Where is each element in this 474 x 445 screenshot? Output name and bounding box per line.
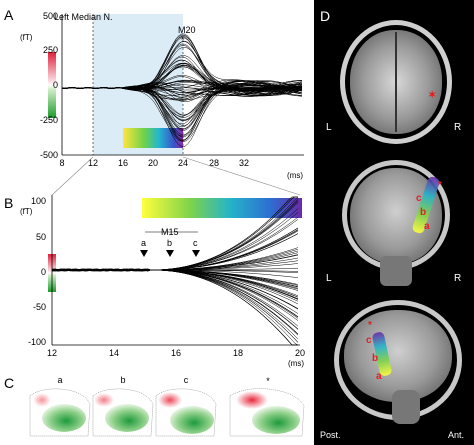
- panel-c-letter: C: [4, 375, 14, 391]
- panel-b-trace: [51, 269, 299, 310]
- panel-a-x-unit: (ms): [287, 171, 303, 180]
- sagittal-ant-label: Ant.: [448, 430, 465, 440]
- panel-a-xtick: 12: [88, 158, 98, 168]
- panel-a-time-spectrum: [123, 128, 183, 148]
- panel-b-xtick: 18: [233, 348, 243, 358]
- panel-a-xtick: 32: [239, 158, 249, 168]
- panel-a-xtick: 28: [209, 158, 219, 168]
- panel-c: C a b c *: [4, 375, 305, 437]
- panel-b-trace: [52, 252, 299, 271]
- field-map-c: [155, 388, 217, 437]
- sagittal-post-label: Post.: [320, 430, 341, 440]
- sagittal-label-c: c: [366, 335, 372, 346]
- panel-b-trace: [51, 269, 299, 299]
- panel-a-xtick: 8: [59, 158, 64, 168]
- panel-a-letter: A: [4, 7, 14, 23]
- panel-b-ytick: -100: [28, 337, 46, 347]
- mri-coronal: [336, 160, 456, 286]
- panel-a-ytick: 500: [43, 11, 58, 21]
- field-map-b: [92, 388, 154, 437]
- panel-a-ytick: -250: [40, 115, 58, 125]
- marker-b-label: b: [167, 238, 172, 248]
- panel-a-x-ticks: 8 12 16 20 24 28 32: [59, 158, 249, 168]
- panel-b-trace: [51, 254, 299, 271]
- panel-a-colorbar: [48, 52, 56, 118]
- coronal-right-label: R: [454, 273, 462, 284]
- axial-left-label: L: [326, 122, 332, 133]
- panel-a-ytick: -500: [40, 150, 58, 160]
- sagittal-star: *: [368, 320, 372, 331]
- panel-a-xtick: 20: [148, 158, 158, 168]
- coronal-left-label: L: [326, 273, 332, 284]
- map-c-label: c: [184, 375, 189, 385]
- panel-a-trace: [62, 83, 303, 96]
- panel-a-trace: [61, 37, 302, 89]
- panel-b-ytick: -50: [33, 302, 46, 312]
- panel-b-traces: [51, 196, 299, 346]
- panel-a-unit: (fT): [20, 33, 33, 42]
- map-a-label: a: [57, 375, 62, 385]
- panel-b-trace: [51, 269, 299, 296]
- panel-a-ytick: 0: [53, 80, 58, 90]
- field-map-a: [29, 388, 91, 437]
- map-b-label: b: [120, 375, 125, 385]
- marker-c-arrow: [192, 250, 200, 257]
- panel-b-x-unit: (ms): [288, 359, 304, 368]
- field-map-star: [229, 388, 305, 437]
- panel-b-trace: [51, 269, 299, 310]
- panel-b-trace: [51, 250, 299, 271]
- panel-b-xtick: 14: [109, 348, 119, 358]
- panel-b-ytick: 50: [36, 232, 46, 242]
- coronal-star: *: [438, 180, 442, 191]
- zoom-connector-right: [182, 156, 301, 196]
- axial-dipole-marker: ✶: [428, 90, 437, 101]
- panel-b-trace: [51, 254, 299, 271]
- marker-c-label: c: [193, 238, 198, 248]
- panel-a-traces: [61, 33, 303, 147]
- sagittal-label-b: b: [372, 353, 379, 364]
- panel-a-xtick: 16: [118, 158, 128, 168]
- axial-right-label: R: [454, 122, 462, 133]
- coronal-label-b: b: [420, 207, 427, 218]
- coronal-label-c: c: [416, 193, 422, 204]
- panel-b-letter: B: [4, 195, 13, 211]
- panel-b-trace: [52, 268, 299, 335]
- panel-b-trace: [51, 269, 299, 285]
- zoom-connector-left: [51, 156, 94, 196]
- m15-label: M15: [161, 227, 179, 237]
- marker-a-label: a: [141, 238, 146, 248]
- panel-b-trace: [51, 216, 299, 271]
- m20-label: M20: [178, 25, 196, 35]
- panel-b-y-ticks: 100 50 0 -50 -100: [28, 196, 46, 347]
- stimulus-label: Left Median N.: [54, 12, 113, 22]
- panel-b-unit: (fT): [20, 207, 33, 216]
- marker-a-arrow: [140, 250, 148, 257]
- panel-a-xtick: 24: [178, 158, 188, 168]
- panel-a: A (fT) Left Median N. M20 * 500 250 0 -2…: [4, 7, 304, 180]
- panel-b-time-spectrum: [142, 198, 302, 218]
- panel-d-mri: D ✶ L R c b a * L R c b a * Post. Ant.: [314, 0, 474, 445]
- panel-b-xtick: 20: [295, 348, 305, 358]
- panel-b-ytick: 100: [31, 196, 46, 206]
- panel-b-trace: [51, 269, 299, 309]
- panel-a-y-ticks: 500 250 0 -250 -500: [40, 11, 58, 160]
- mri-sagittal: [332, 298, 464, 428]
- coronal-label-a: a: [424, 221, 430, 232]
- sagittal-label-a: a: [376, 371, 382, 382]
- marker-b-arrow: [166, 250, 174, 257]
- panel-b-trace: [51, 269, 299, 290]
- panel-b-xtick: 12: [47, 348, 57, 358]
- panel-a-ytick: 250: [43, 45, 58, 55]
- mri-axial: ✶: [336, 18, 456, 146]
- panel-b-xtick: 16: [171, 348, 181, 358]
- panel-b-x-ticks: 12 14 16 18 20: [47, 348, 305, 358]
- panel-d-letter: D: [320, 8, 331, 24]
- panel-b-ytick: 0: [41, 267, 46, 277]
- m20-star: *: [181, 35, 185, 45]
- map-star-label: *: [266, 376, 270, 386]
- panel-b: B (fT) M15 a b c 100 50 0 -50 -100 12 14…: [4, 195, 305, 368]
